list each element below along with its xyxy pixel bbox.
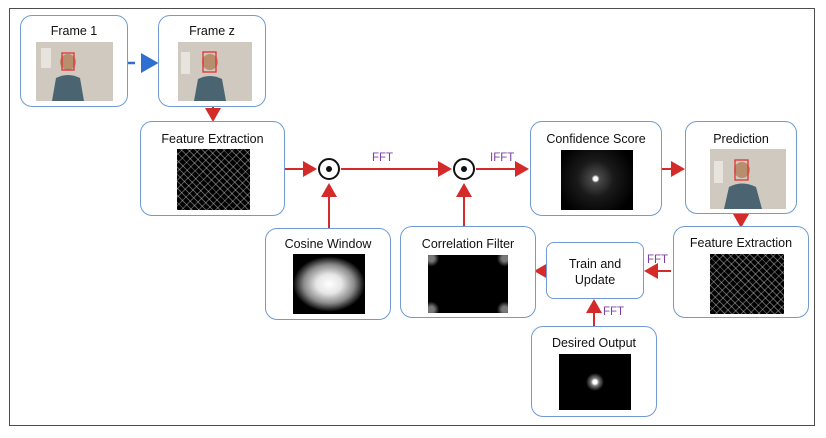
confidence-score-box: Confidence Score bbox=[530, 121, 662, 216]
frame1-box: Frame 1 bbox=[20, 15, 128, 107]
feature-map-image-1 bbox=[177, 149, 250, 210]
face-box-icon bbox=[734, 159, 749, 181]
frame1-person-graphic bbox=[36, 42, 113, 101]
desired-output-image bbox=[559, 354, 631, 410]
face-box-icon bbox=[61, 52, 75, 71]
framez-image bbox=[178, 42, 252, 101]
cosine-window-label: Cosine Window bbox=[284, 237, 372, 251]
feature-extraction-box-1: Feature Extraction bbox=[140, 121, 285, 216]
framez-label: Frame z bbox=[189, 24, 235, 38]
desired-output-box: Desired Output bbox=[531, 326, 657, 417]
ifft-label: IFFT bbox=[490, 152, 515, 164]
correlation-filter-image bbox=[428, 255, 508, 313]
confidence-map-image bbox=[561, 150, 633, 210]
framez-box: Frame z bbox=[158, 15, 266, 107]
prediction-person-graphic bbox=[710, 149, 786, 209]
feature-extraction-label-1: Feature Extraction bbox=[161, 132, 264, 146]
elementwise-product-icon-2 bbox=[453, 158, 475, 180]
feature-extraction-label-2: Feature Extraction bbox=[689, 236, 793, 250]
prediction-label: Prediction bbox=[713, 132, 769, 146]
fft-label-1: FFT bbox=[372, 152, 394, 164]
prediction-image bbox=[710, 149, 786, 209]
correlation-filter-box: Correlation Filter bbox=[400, 226, 536, 318]
prediction-box: Prediction bbox=[685, 121, 797, 214]
fft-label-2: FFT bbox=[647, 254, 669, 266]
correlation-filter-label: Correlation Filter bbox=[421, 237, 515, 251]
train-update-label: Train and Update bbox=[568, 257, 622, 287]
framez-person-graphic bbox=[178, 42, 252, 101]
cosine-window-image bbox=[293, 254, 365, 314]
feature-extraction-box-2: Feature Extraction bbox=[673, 226, 809, 318]
cosine-window-box: Cosine Window bbox=[265, 228, 391, 320]
elementwise-product-icon-1 bbox=[318, 158, 340, 180]
feature-map-image-2 bbox=[710, 254, 784, 314]
fft-label-3: FFT bbox=[603, 306, 625, 318]
face-box-icon bbox=[202, 51, 217, 73]
frame1-label: Frame 1 bbox=[50, 24, 98, 38]
frame1-image bbox=[36, 42, 113, 101]
train-update-box: Train and Update bbox=[546, 242, 644, 299]
desired-output-label: Desired Output bbox=[551, 336, 637, 350]
confidence-score-label: Confidence Score bbox=[546, 132, 646, 146]
diagram-frame bbox=[9, 8, 815, 426]
